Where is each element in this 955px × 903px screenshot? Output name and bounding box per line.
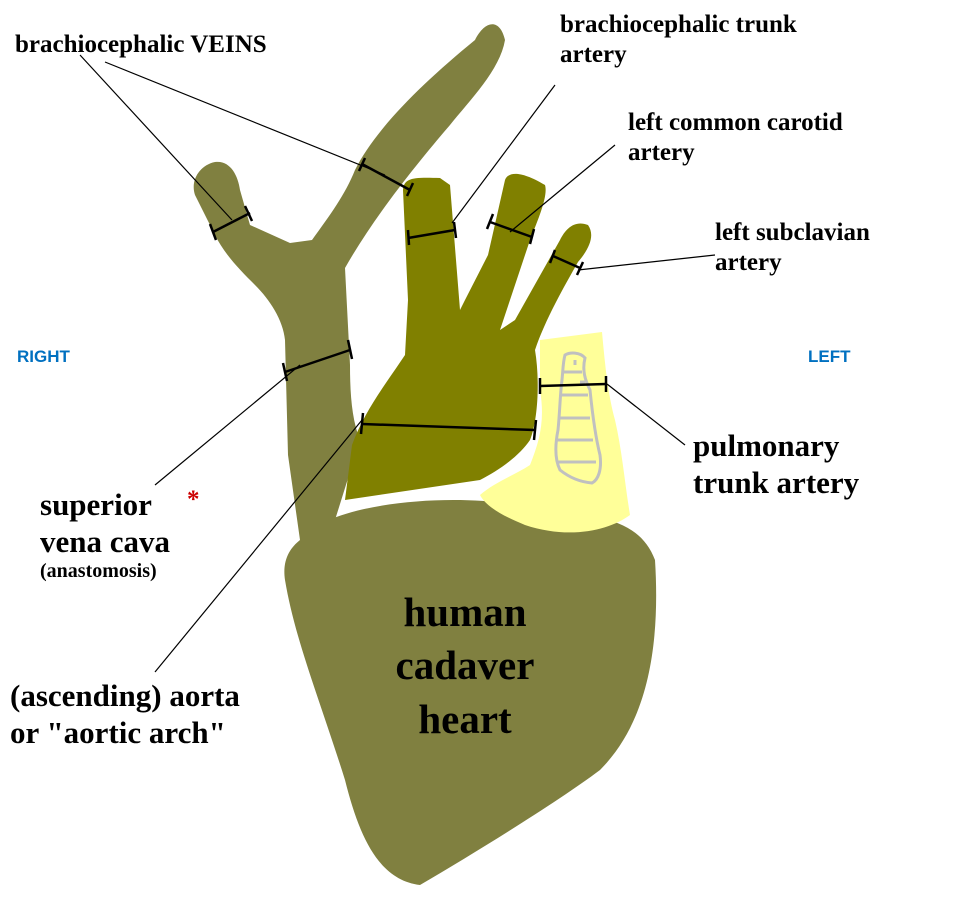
label-brachiocephalic-trunk: brachiocephalic trunk artery [560,10,797,69]
label-aorta: (ascending) aorta or "aortic arch" [10,678,240,751]
label-pulmonary-trunk: pulmonary trunk artery [693,428,859,501]
label-pulmonary-trunk-line2: trunk artery [693,464,860,500]
label-pulmonary-trunk-line1: pulmonary [693,428,840,463]
vena-cava-and-veins [193,24,506,545]
label-aorta-line2: or "aortic arch" [10,714,226,750]
label-heart-line2: cadaver [395,642,535,689]
label-anastomosis: (anastomosis) [40,560,157,583]
label-superior-vena-cava-line2: vena cava [40,523,171,559]
leader-lines [79,54,716,673]
label-right-side: RIGHT [17,347,70,366]
label-heart: human cadaver heart [370,586,560,746]
label-brachiocephalic-veins: brachiocephalic VEINS [15,31,267,58]
label-superior-vena-cava: superior vena cava (anastomosis) [40,487,170,584]
label-left-subclavian-line1: left subclavian [715,219,870,246]
pulmonary-detail [554,351,602,485]
label-left-common-carotid: left common carotid artery [628,108,843,167]
section-cuts [208,157,608,441]
label-brachiocephalic-trunk-line2: artery [560,40,627,68]
label-left-common-carotid-line1: left common carotid [628,109,843,136]
label-heart-line3: heart [418,695,512,742]
aorta-and-branches [345,173,592,500]
label-left-subclavian-line2: artery [715,248,782,276]
label-left-subclavian: left subclavian artery [715,218,870,277]
label-brachiocephalic-trunk-line1: brachiocephalic trunk [560,11,797,38]
label-aorta-line1: (ascending) aorta [10,678,240,713]
asterisk-mark: * [187,486,200,513]
label-left-side: LEFT [808,347,851,366]
heart-body [284,500,657,885]
label-left-common-carotid-line2: artery [628,138,695,166]
label-heart-line1: human [403,589,527,635]
label-superior-vena-cava-line1: superior [40,487,152,522]
